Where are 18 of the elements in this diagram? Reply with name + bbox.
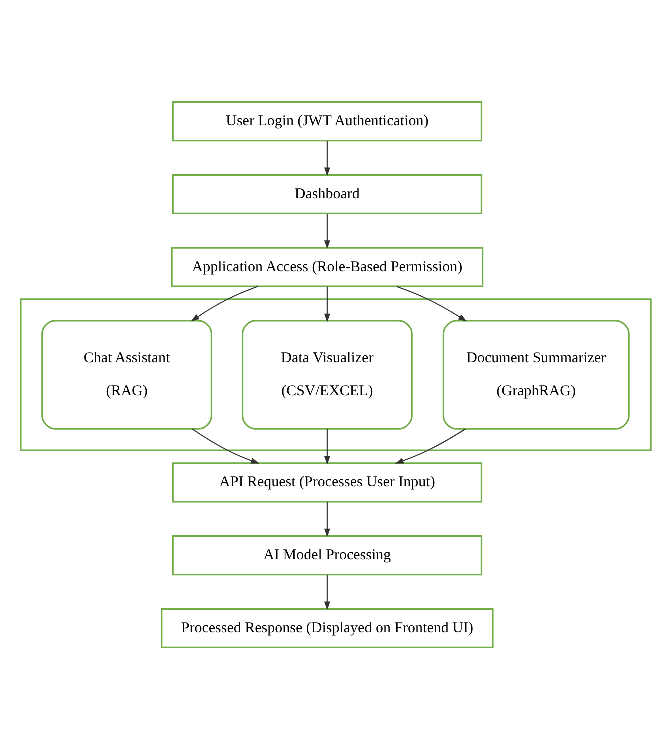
node-box: Dashboard bbox=[172, 174, 483, 214]
arrow bbox=[192, 428, 260, 464]
node-box: Chat Assistant (RAG) bbox=[42, 320, 212, 430]
node-box: AI Model Processing bbox=[172, 534, 483, 576]
arrow bbox=[324, 140, 330, 176]
cluster bbox=[20, 298, 652, 451]
node-box: User Login (JWT Authentication) bbox=[172, 100, 483, 142]
arrow bbox=[324, 428, 330, 464]
node-box: Document Summarizer (GraphRAG) bbox=[442, 320, 630, 430]
arrow bbox=[324, 574, 330, 610]
node-box: Processed Response (Displayed on Frontend UI) bbox=[161, 608, 494, 648]
node-box: Data Visualizer (CSV/EXCEL) bbox=[242, 320, 413, 430]
arrow bbox=[395, 428, 466, 464]
arrow bbox=[324, 214, 330, 249]
arrow bbox=[324, 502, 330, 537]
node-box: Application Access (Role-Based Permission) bbox=[171, 246, 484, 287]
arrow bbox=[324, 286, 330, 322]
node-box: API Request (Processes User Input) bbox=[172, 462, 483, 502]
